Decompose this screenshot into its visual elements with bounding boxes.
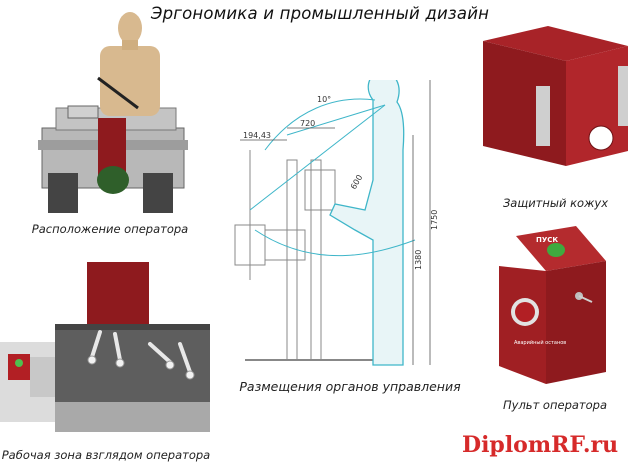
caption-controls-placement: Размещения органов управления <box>239 379 461 394</box>
dim-angle: 10° <box>317 95 331 104</box>
console-stop-label: Аварийный останов <box>514 339 566 346</box>
protective-cover-illustration <box>483 26 628 166</box>
operator-console-illustration: ПУСК Аварийный останов <box>499 226 606 384</box>
page-title: Эргономика и промышленный дизайн <box>150 4 490 23</box>
brand-suffix: .ru <box>582 432 619 458</box>
brand-accent: RF <box>551 432 583 458</box>
brand-prefix: Diplom <box>462 432 552 458</box>
caption-operator-console: Пульт оператора <box>503 398 607 412</box>
caption-operator-position: Расположение оператора <box>31 222 189 236</box>
dim-600: 600 <box>349 173 364 191</box>
dim-1380: 1380 <box>414 250 423 270</box>
dim-194: 194,43 <box>243 131 271 140</box>
work-zone-illustration <box>0 262 210 432</box>
brand-logo[interactable]: DiplomRF.ru <box>462 432 618 458</box>
controls-placement-drawing: 194,43 720 10° 600 1750 1380 <box>234 80 439 366</box>
console-start-label: ПУСК <box>536 236 558 244</box>
dim-1750: 1750 <box>430 210 439 230</box>
dim-720: 720 <box>300 119 315 128</box>
caption-work-zone: Рабочая зона взглядом оператора <box>1 448 211 462</box>
operator-position-illustration <box>38 12 188 213</box>
caption-protective-cover: Защитный кожух <box>502 196 609 210</box>
